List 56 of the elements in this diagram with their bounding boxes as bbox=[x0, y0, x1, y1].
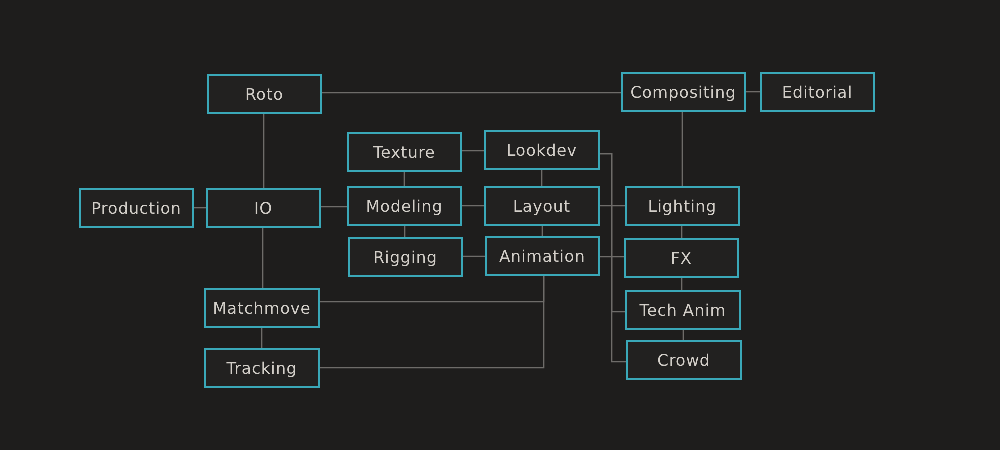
process-box bbox=[625, 290, 741, 330]
box-label: Matchmove bbox=[212, 298, 311, 318]
process-box bbox=[206, 188, 321, 228]
process-box bbox=[624, 238, 739, 278]
box-label: Crowd bbox=[658, 350, 710, 370]
connector-line bbox=[462, 150, 484, 152]
process-box bbox=[348, 237, 463, 277]
connector-line bbox=[542, 226, 544, 236]
box-label: Lookdev bbox=[506, 140, 578, 160]
box-label: IO bbox=[254, 198, 273, 218]
box-label: Editorial bbox=[782, 82, 853, 102]
connector-line bbox=[600, 256, 624, 258]
process-box bbox=[204, 288, 320, 328]
process-box bbox=[484, 130, 600, 170]
box-label: Roto bbox=[245, 84, 284, 104]
connector-line bbox=[321, 206, 347, 208]
process-box bbox=[207, 74, 322, 114]
process-box bbox=[347, 132, 462, 172]
connector-line bbox=[404, 226, 406, 237]
connector-line bbox=[320, 276, 545, 369]
process-box bbox=[626, 340, 742, 380]
connector-line bbox=[682, 330, 684, 340]
connector-line bbox=[262, 228, 264, 288]
box-label: Layout bbox=[513, 196, 571, 216]
connector-line bbox=[682, 112, 684, 186]
box-label: Compositing bbox=[630, 82, 736, 102]
connector-line bbox=[261, 328, 263, 348]
process-box bbox=[79, 188, 194, 228]
process-box bbox=[760, 72, 875, 112]
connector-line bbox=[194, 207, 206, 209]
process-box bbox=[347, 186, 462, 226]
connector-line bbox=[746, 91, 760, 93]
box-label: Texture bbox=[373, 142, 436, 162]
process-box bbox=[621, 72, 746, 112]
connector-line bbox=[681, 226, 683, 238]
connector-line bbox=[681, 278, 683, 290]
box-label: Tech Anim bbox=[640, 300, 726, 320]
process-box bbox=[485, 236, 600, 276]
box-label: Lighting bbox=[648, 196, 717, 216]
connector-line bbox=[322, 92, 621, 94]
connector-line bbox=[600, 153, 626, 363]
connector-line bbox=[463, 256, 485, 258]
box-label: Modeling bbox=[366, 196, 443, 216]
connector-line bbox=[263, 114, 265, 188]
process-box bbox=[484, 186, 600, 226]
process-box bbox=[625, 186, 740, 226]
box-label: Tracking bbox=[226, 358, 298, 378]
connector-line bbox=[541, 170, 543, 186]
connector-line bbox=[462, 205, 484, 207]
box-label: Animation bbox=[499, 246, 586, 266]
box-label: FX bbox=[670, 248, 692, 268]
connector-line bbox=[404, 172, 406, 186]
process-box bbox=[204, 348, 320, 388]
box-label: Rigging bbox=[373, 248, 438, 266]
connector-line bbox=[600, 205, 625, 207]
box-label: Production bbox=[91, 198, 182, 218]
